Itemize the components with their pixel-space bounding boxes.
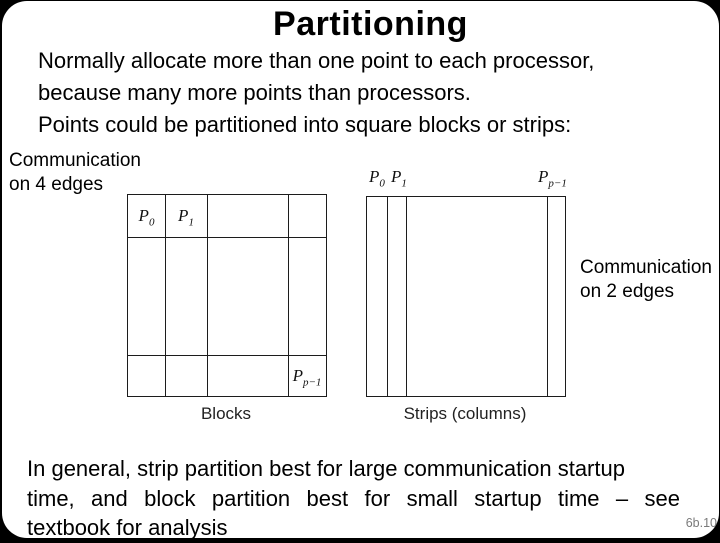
strips-vline <box>406 197 407 396</box>
intro-line-2: because many more points than processors… <box>38 77 594 109</box>
communication-2-edges-note: Communication on 2 edges <box>580 256 712 304</box>
processor-label-p1: P1 <box>165 195 207 237</box>
conclusion-line-1: In general, strip partition best for lar… <box>27 454 680 484</box>
conclusion-paragraph: In general, strip partition best for lar… <box>27 454 680 543</box>
note-line: Communication <box>580 256 712 280</box>
blocks-caption: Blocks <box>127 404 325 424</box>
strips-vline <box>547 197 548 396</box>
note-line: on 2 edges <box>580 280 712 304</box>
processor-label-p-last: Pp−1 <box>538 167 567 187</box>
strips-partition-figure <box>366 196 566 397</box>
blocks-grid-hline <box>128 237 326 238</box>
intro-line-3: Points could be partitioned into square … <box>38 109 594 141</box>
blocks-partition-figure: P0 P1 Pp−1 <box>127 194 327 397</box>
processor-label-p0: P0 <box>128 195 165 237</box>
communication-4-edges-note: Communication on 4 edges <box>9 149 141 197</box>
slide-title: Partitioning <box>22 5 719 44</box>
strips-vline <box>387 197 388 396</box>
blocks-grid-vline <box>207 195 208 396</box>
conclusion-line-3: textbook for analysis <box>27 513 680 543</box>
processor-label-p1: P1 <box>391 167 407 187</box>
note-line: on 4 edges <box>9 173 141 197</box>
processor-label-p0: P0 <box>369 167 385 187</box>
conclusion-line-2: time, and block partition best for small… <box>27 484 680 514</box>
intro-line-1: Normally allocate more than one point to… <box>38 45 594 77</box>
processor-label-p-last: Pp−1 <box>288 355 326 396</box>
note-line: Communication <box>9 149 141 173</box>
strips-caption: Strips (columns) <box>366 404 564 424</box>
page-number: 6b.10 <box>642 516 717 530</box>
intro-paragraph: Normally allocate more than one point to… <box>38 45 594 141</box>
